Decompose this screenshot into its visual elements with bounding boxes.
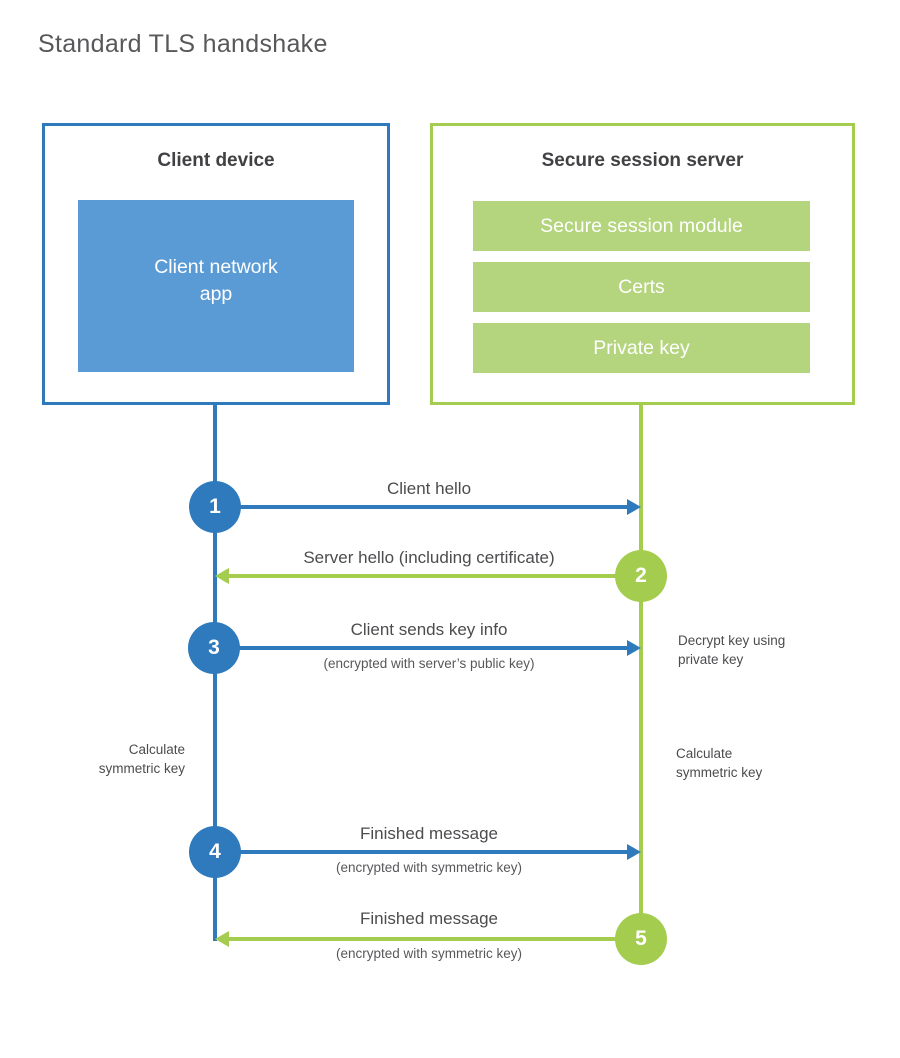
step-1-badge: 1	[189, 481, 241, 533]
step-1-arrowhead-right-icon	[627, 499, 641, 515]
calc-client-line2: symmetric key	[98, 761, 185, 776]
step-2-badge: 2	[615, 550, 667, 602]
step-4-badge: 4	[189, 826, 241, 878]
calculate-symmetric-key-note-server: Calculate symmetric key	[676, 744, 762, 782]
step-2-arrow-line	[229, 574, 641, 578]
calculate-symmetric-key-note-client: Calculate symmetric key	[58, 740, 185, 778]
server-title: Secure session server	[541, 150, 744, 171]
calc-server-line1: Calculate	[676, 746, 733, 761]
client-device-title: Client device	[157, 150, 275, 171]
step-4-arrow-line	[215, 850, 627, 854]
step-5-arrow-line	[229, 937, 641, 941]
server-module-certs: Certs	[473, 262, 810, 312]
step-1-label: Client hello	[386, 479, 472, 498]
server-module-private-key: Private key	[473, 323, 810, 373]
client-network-app-label: Client network app	[154, 256, 278, 305]
step-3-label: Client sends key info	[350, 620, 508, 639]
diagram-title: Standard TLS handshake	[38, 30, 328, 58]
step-4-sublabel: (encrypted with symmetric key)	[335, 860, 523, 875]
step-2-arrowhead-left-icon	[215, 568, 229, 584]
decrypt-key-note-line1: Decrypt key using	[678, 633, 786, 648]
step-3-badge: 3	[188, 622, 240, 674]
step-5-sublabel: (encrypted with symmetric key)	[335, 946, 523, 961]
client-device-box: Client device Client network app	[42, 123, 390, 405]
step-5-label: Finished message	[360, 909, 498, 928]
step-5-badge: 5	[615, 913, 667, 965]
step-3-sublabel: (encrypted with server’s public key)	[323, 656, 535, 671]
calc-client-line1: Calculate	[128, 742, 185, 757]
server-module-secure-session: Secure session module	[473, 201, 810, 251]
step-3-arrow-line	[215, 646, 627, 650]
calc-server-line2: symmetric key	[676, 765, 763, 780]
step-1-arrow-line	[215, 505, 627, 509]
step-5-arrowhead-left-icon	[215, 931, 229, 947]
step-3-arrowhead-right-icon	[627, 640, 641, 656]
decrypt-key-note: Decrypt key using private key	[678, 631, 785, 669]
server-lifeline	[639, 405, 643, 941]
step-4-label: Finished message	[360, 824, 498, 843]
client-network-app-box: Client network app	[78, 200, 354, 372]
server-box: Secure session server Secure session mod…	[430, 123, 855, 405]
decrypt-key-note-line2: private key	[678, 652, 744, 667]
step-4-arrowhead-right-icon	[627, 844, 641, 860]
step-2-label: Server hello (including certificate)	[303, 548, 555, 567]
